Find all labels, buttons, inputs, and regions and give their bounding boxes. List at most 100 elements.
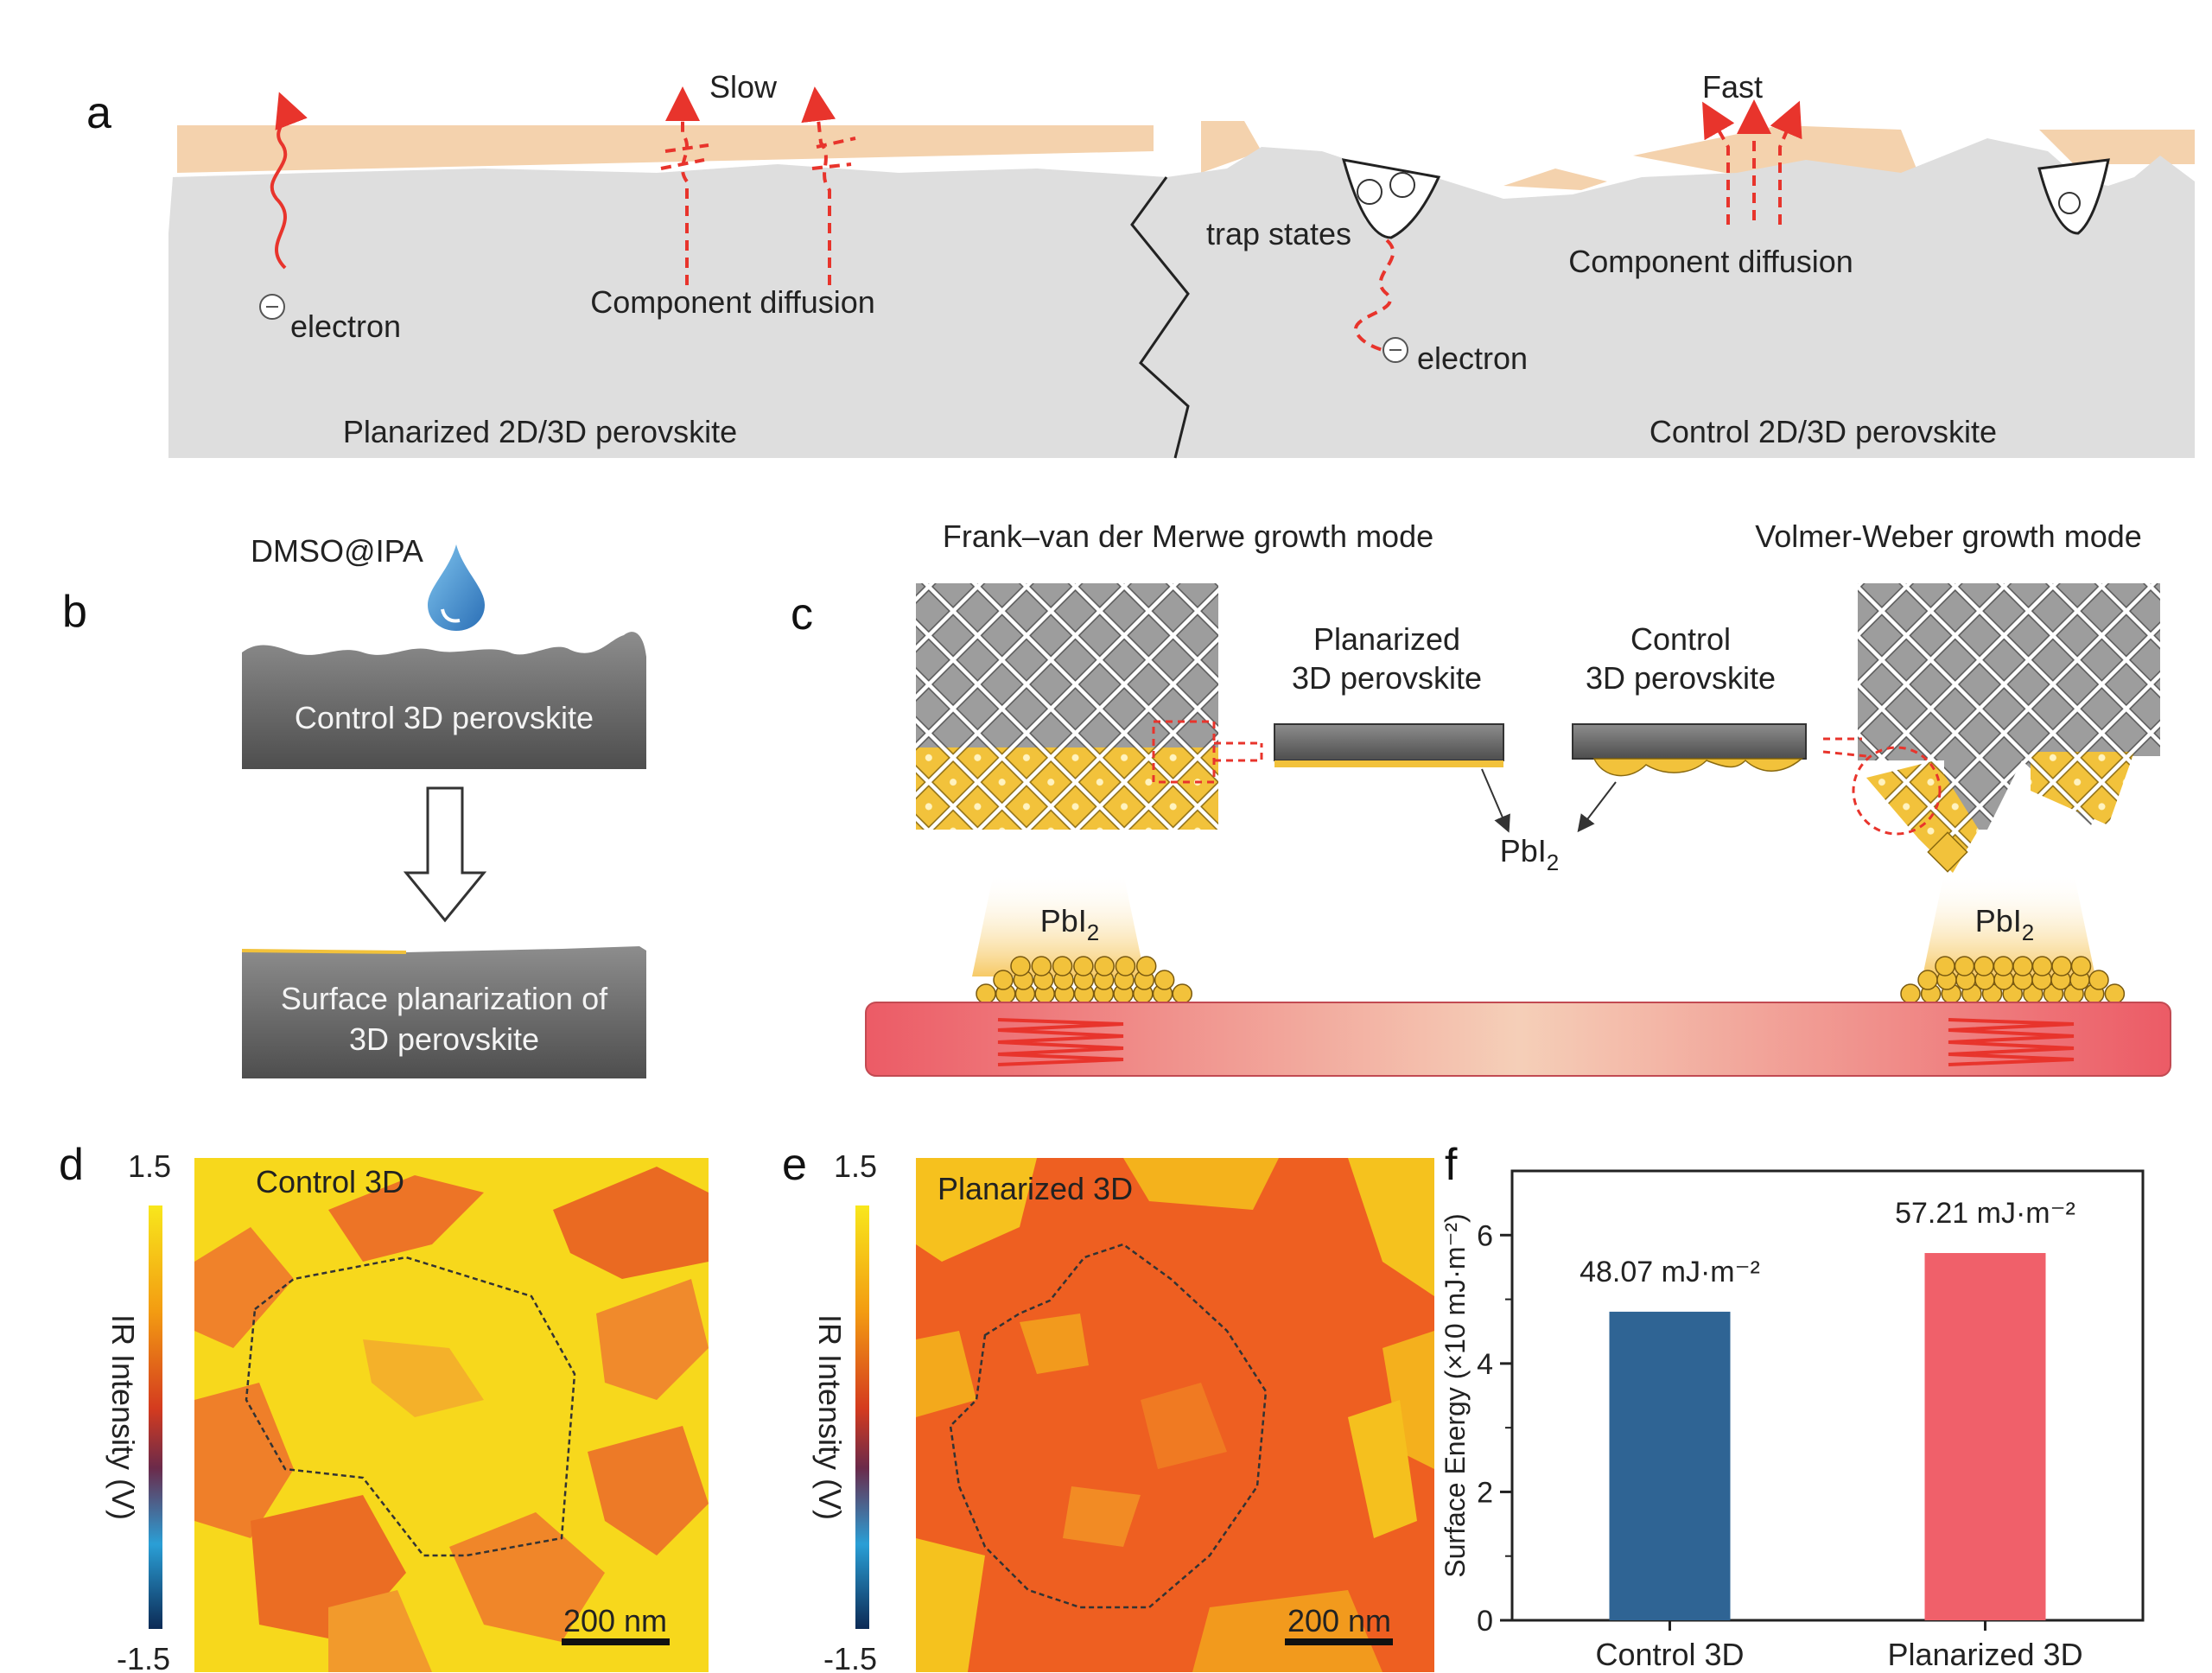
map-title-d: Control 3D <box>256 1164 404 1199</box>
process-down-arrow <box>403 786 487 923</box>
bar-value-label: 48.07 mJ·m⁻² <box>1580 1256 1760 1288</box>
heater-coil-right <box>1948 1018 2075 1066</box>
pbi2-particles-left <box>976 956 1193 1004</box>
planarized-2d-layer <box>177 125 1154 173</box>
pbi2-particle <box>2012 956 2033 976</box>
heater-coil-left <box>997 1018 1124 1066</box>
map-title-e: Planarized 3D <box>938 1171 1133 1206</box>
pbi2-glow-right <box>1923 873 2095 976</box>
slow-label: Slow <box>709 69 778 105</box>
scale-label-e: 200 nm <box>1287 1603 1391 1638</box>
planarized-block-label-2: 3D perovskite <box>349 1021 539 1057</box>
pbi2-particle <box>1172 983 1193 1004</box>
control-perovskite-bulk <box>1132 138 2195 458</box>
planarized-perovskite-bulk <box>168 164 1188 458</box>
planarized-3d-line2: 3D perovskite <box>1292 660 1482 696</box>
trap-electron-icon <box>1389 172 1415 198</box>
scale-label-d: 200 nm <box>563 1603 667 1638</box>
electron-label-left: electron <box>290 309 401 344</box>
chart-frame <box>1510 1169 2145 1622</box>
diffusion-label-left: Component diffusion <box>590 284 875 320</box>
planarized-3d-block <box>242 946 646 1078</box>
control-3d-line2: 3D perovskite <box>1586 660 1776 696</box>
control-3d-block-label: Control 3D perovskite <box>295 700 594 735</box>
pbi2-particle <box>2070 956 2092 976</box>
colorbar-e <box>855 1205 869 1629</box>
pbi2-particle <box>976 983 996 1004</box>
pbi2-particle <box>2088 970 2109 990</box>
control-film <box>1572 723 1807 760</box>
pbi2-particle <box>1010 956 1031 976</box>
control-3d-block <box>242 632 646 769</box>
pbi2-label-right: PbI2 <box>1975 903 2035 945</box>
vw-title: Volmer-Weber growth mode <box>1755 518 2142 554</box>
bar-value-label: 57.21 mJ·m⁻² <box>1895 1197 2075 1230</box>
y-axis-label: Surface Energy (×10 mJ·m⁻²) <box>1440 1213 1471 1577</box>
y-tick-label: 6 <box>1477 1219 1493 1252</box>
ir-map-control <box>194 1158 709 1672</box>
planarized-film <box>1274 723 1504 761</box>
ir-map-planarized <box>916 1158 1434 1672</box>
pbi2-particle <box>2051 956 2072 976</box>
bar-planarized-3d <box>1924 1253 2046 1620</box>
fvdm-title: Frank–van der Merwe growth mode <box>943 518 1433 554</box>
pbi2-label-center: PbI2 <box>1500 833 1560 875</box>
pbi2-particle <box>1115 956 1136 976</box>
trap-electron-icon <box>2058 192 2081 214</box>
pbi2-particle <box>1073 956 1094 976</box>
control-pbi2-clusters <box>1592 758 1804 777</box>
electron-path-left <box>270 92 308 270</box>
pbi2-particle <box>1917 970 1938 990</box>
grain-outline-e <box>949 1243 1268 1609</box>
solvent-drop-icon <box>428 544 485 631</box>
planarized-pbi2-layer <box>1274 760 1503 767</box>
panel-e-label: e <box>782 1140 807 1190</box>
panel-a-label: a <box>86 88 111 138</box>
cbar-max-d: 1.5 <box>128 1148 171 1184</box>
vw-lattice <box>1822 583 2160 873</box>
diffusion-arrows-right <box>1702 99 1802 225</box>
panel-b-label: b <box>62 587 87 637</box>
pbi2-particle <box>1031 956 1052 976</box>
cbar-min-e: -1.5 <box>823 1641 877 1673</box>
panel-d-label: d <box>59 1140 84 1190</box>
cbar-label-e: IR Intensity (V) <box>812 1314 848 1520</box>
control-3d-line1: Control <box>1630 621 1731 657</box>
pbi2-particle <box>1954 956 1975 976</box>
y-tick-label: 0 <box>1477 1605 1493 1638</box>
planarized-caption: Planarized 2D/3D perovskite <box>343 414 737 449</box>
cbar-max-e: 1.5 <box>834 1148 877 1184</box>
diffusion-label-right: Component diffusion <box>1568 244 1853 279</box>
x-tick-label: Control 3D <box>1595 1637 1744 1672</box>
diffusion-arrows-left <box>660 86 856 285</box>
panel-c-label: c <box>791 589 813 639</box>
pbi2-particle <box>1900 983 1921 1004</box>
panel-a: a electron Slow Component diffusion trap… <box>86 69 2195 459</box>
pbi2-particle <box>1993 956 2014 976</box>
grain-boundary-crack <box>1130 176 1190 459</box>
fast-label: Fast <box>1702 69 1763 105</box>
pbi2-particle <box>1935 956 1955 976</box>
panel-f-label: f <box>1445 1140 1458 1190</box>
y-tick-label: 2 <box>1477 1476 1493 1509</box>
pbi2-particle <box>2104 983 2126 1004</box>
y-tick-label: 4 <box>1477 1348 1493 1381</box>
trap-electron-icon <box>1357 179 1382 205</box>
fvdm-lattice <box>916 583 1263 830</box>
pbi2-particle <box>1974 956 1994 976</box>
trap-states-label: trap states <box>1206 216 1351 251</box>
pbi2-particle <box>1154 970 1175 990</box>
planarized-3d-line1: Planarized <box>1313 621 1460 657</box>
electron-path-right <box>1354 239 1396 356</box>
pbi2-particles-right <box>1900 956 2126 1004</box>
panel-d: d 1.5 -1.5 IR Intensity (V) Control 3D <box>59 1140 709 1673</box>
pbi2-particle <box>2031 956 2053 976</box>
colorbar-d <box>149 1205 162 1629</box>
heated-substrate <box>865 1002 2171 1077</box>
x-tick-label: Planarized 3D <box>1887 1637 2082 1672</box>
cbar-label-d: IR Intensity (V) <box>105 1314 141 1520</box>
control-caption: Control 2D/3D perovskite <box>1649 414 1997 449</box>
